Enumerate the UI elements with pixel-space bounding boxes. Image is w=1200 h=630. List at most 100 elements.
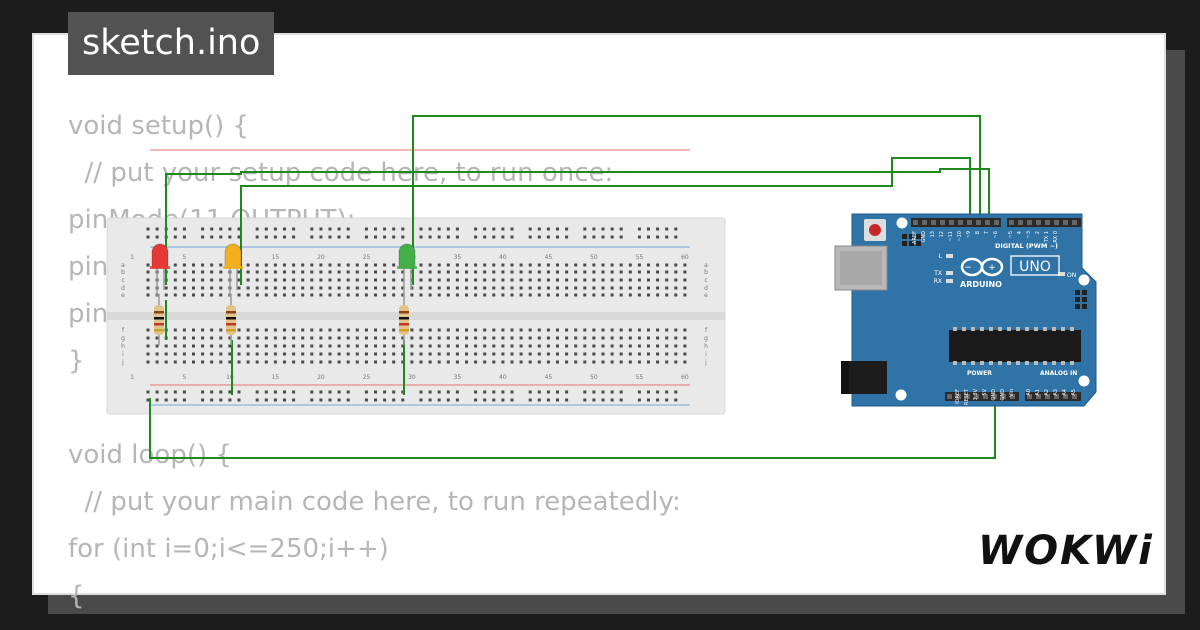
indicator-label: L: [939, 253, 943, 260]
breadboard-hole: [647, 352, 650, 356]
rail-hole: [619, 390, 623, 394]
breadboard-hole: [501, 263, 505, 267]
breadboard-hole: [519, 286, 523, 290]
chip-pin: [1061, 327, 1065, 331]
filename-tab[interactable]: sketch.ino: [68, 12, 275, 75]
rail-hole: [164, 398, 168, 402]
breadboard-hole: [583, 360, 587, 364]
breadboard-hole: [273, 328, 277, 332]
breadboard-hole: [392, 278, 396, 282]
rail-hole: [319, 390, 323, 394]
row-letter: j: [121, 359, 124, 366]
header-pin: [1072, 220, 1077, 225]
breadboard-hole: [455, 344, 459, 348]
breadboard-hole: [192, 286, 195, 290]
breadboard-hole: [583, 286, 587, 290]
column-number: 30: [408, 374, 416, 381]
rail-hole: [219, 227, 223, 231]
breadboard-hole: [192, 293, 195, 297]
header-pin: [1036, 394, 1041, 399]
breadboard-hole: [301, 286, 305, 290]
breadboard-hole: [292, 344, 296, 348]
breadboard-hole: [674, 286, 678, 290]
icsp-pin: [916, 234, 921, 239]
rail-hole: [310, 227, 314, 231]
breadboard-hole: [628, 328, 632, 332]
icsp-pin: [1075, 304, 1080, 309]
breadboard-hole: [537, 344, 541, 348]
breadboard-hole: [492, 352, 496, 356]
digital-header-left: [911, 218, 1001, 227]
rail-hole: [328, 398, 332, 402]
breadboard-hole: [637, 336, 641, 340]
rail-hole: [346, 390, 350, 394]
breadboard-hole: [428, 336, 432, 340]
breadboard-hole: [610, 270, 614, 274]
breadboard-hole: [355, 270, 359, 274]
breadboard-hole: [283, 328, 286, 332]
breadboard-hole: [401, 293, 405, 297]
breadboard-hole: [546, 336, 550, 340]
rail-hole: [619, 235, 623, 239]
breadboard-hole: [310, 328, 314, 332]
breadboard-hole: [237, 344, 241, 348]
breadboard-hole: [583, 270, 587, 274]
breadboard-hole: [237, 352, 241, 356]
rail-hole: [319, 227, 323, 231]
breadboard-hole: [364, 263, 368, 267]
breadboard-hole: [264, 328, 268, 332]
header-pin: [974, 394, 979, 399]
breadboard-hole: [519, 270, 523, 274]
breadboard-hole: [455, 336, 459, 340]
rail-hole: [537, 227, 541, 231]
rail-hole: [210, 227, 214, 231]
breadboard-hole: [337, 270, 341, 274]
breadboard-hole: [273, 352, 277, 356]
breadboard-hole: [528, 286, 532, 290]
rail-hole: [374, 390, 377, 394]
led-body: [224, 243, 242, 269]
chip-pin: [1043, 327, 1047, 331]
breadboard-hole: [364, 352, 368, 356]
breadboard-hole: [528, 360, 532, 364]
breadboard-hole: [674, 344, 678, 348]
chip-pin: [962, 361, 966, 365]
pin-label: A3: [1053, 389, 1059, 396]
breadboard-hole: [465, 328, 468, 332]
rail-hole: [310, 398, 314, 402]
breadboard-hole: [192, 278, 195, 282]
breadboard-hole: [419, 352, 423, 356]
breadboard-hole: [483, 360, 487, 364]
column-number: 20: [317, 254, 325, 261]
breadboard-hole: [492, 336, 496, 340]
rail-hole: [592, 235, 596, 239]
breadboard-hole: [574, 286, 578, 290]
breadboard-hole: [292, 286, 296, 290]
breadboard-hole: [264, 344, 268, 348]
breadboard-hole: [446, 263, 450, 267]
code-line: void setup() {: [68, 111, 250, 141]
breadboard-hole: [528, 263, 532, 267]
breadboard-hole: [328, 328, 332, 332]
breadboard-hole: [492, 360, 496, 364]
breadboard-hole: [647, 344, 650, 348]
pin-label: ~3: [1026, 231, 1032, 238]
breadboard-hole: [574, 352, 578, 356]
breadboard-hole: [410, 344, 414, 348]
breadboard-hole: [328, 344, 332, 348]
breadboard-hole: [428, 360, 432, 364]
rail-hole: [182, 390, 186, 394]
breadboard-hole: [146, 328, 150, 332]
breadboard-hole: [656, 360, 660, 364]
breadboard-hole: [164, 293, 168, 297]
rail-hole: [255, 235, 259, 239]
breadboard-hole: [501, 328, 505, 332]
breadboard-hole: [337, 352, 341, 356]
rail-hole: [319, 398, 323, 402]
rail-hole: [565, 235, 569, 239]
breadboard-hole: [346, 328, 350, 332]
breadboard-hole: [565, 293, 569, 297]
row-letter: g: [121, 335, 125, 342]
icsp-pin: [902, 241, 907, 246]
digital-label: DIGITAL (PWM ~): [995, 242, 1058, 250]
